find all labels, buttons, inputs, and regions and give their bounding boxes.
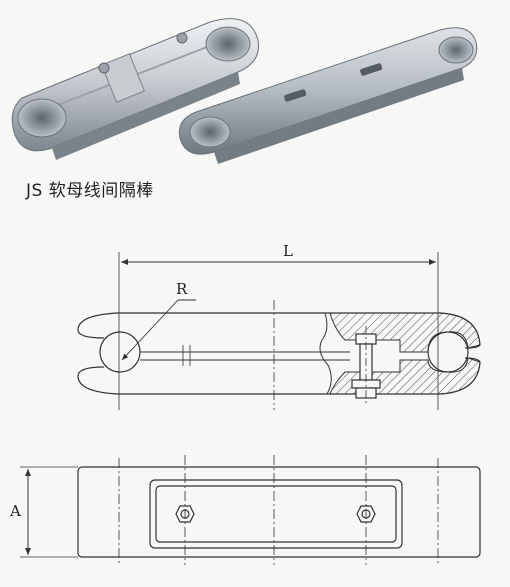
radius-label: R xyxy=(176,280,188,298)
bar-hole-left xyxy=(189,116,231,148)
hex-nut-icon xyxy=(356,505,376,523)
slot-icon xyxy=(284,89,307,102)
clamp-hole-right xyxy=(205,26,251,62)
hex-nut-icon xyxy=(175,505,195,523)
radius-dimension: R xyxy=(121,280,196,361)
spacer-photo-bar-type xyxy=(178,27,478,164)
bolt-icon xyxy=(98,62,110,74)
spacer-photo-clamp-type xyxy=(11,18,260,160)
length-label: L xyxy=(283,242,293,260)
slot-icon xyxy=(360,63,383,76)
product-photo xyxy=(11,18,478,164)
height-label: A xyxy=(9,502,21,520)
bolt-section xyxy=(351,326,381,404)
clamp-hole-left xyxy=(17,98,67,138)
product-caption: JS 软母线间隔棒 xyxy=(26,181,154,201)
bar-hole-right xyxy=(438,36,474,64)
height-dimension: A xyxy=(9,466,78,558)
plan-view xyxy=(77,455,481,565)
bolt-icon xyxy=(176,32,188,44)
